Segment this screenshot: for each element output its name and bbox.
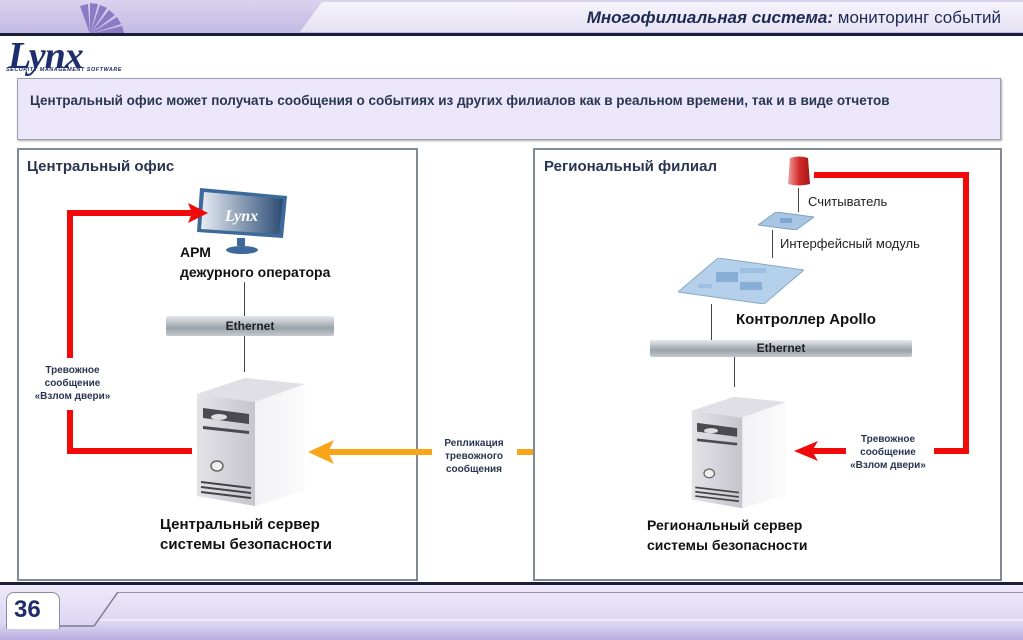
alarm-label-line: Тревожное bbox=[860, 434, 916, 445]
alarm-label-regional: Тревожное сообщение «Взлом двери» bbox=[842, 433, 934, 472]
alarm-label-line: Тревожное bbox=[45, 365, 100, 376]
title-rest: мониторинг событий bbox=[833, 8, 1001, 27]
alarm-line-top-right bbox=[814, 172, 969, 178]
logo-fan-icon bbox=[80, 3, 124, 34]
alarm-line-arrow-shaft bbox=[812, 448, 846, 454]
footer-divider bbox=[0, 582, 1023, 585]
ethernet-bar-central: Ethernet bbox=[166, 316, 334, 336]
footer-band bbox=[0, 585, 1023, 640]
page-number-tab bbox=[6, 592, 60, 629]
header-divider bbox=[0, 33, 1023, 36]
controller-icon bbox=[678, 258, 804, 304]
interface-module-label: Интерфейсный модуль bbox=[780, 236, 920, 251]
alarm-line-vertical-lower bbox=[67, 410, 73, 454]
connector-line bbox=[711, 304, 712, 340]
regional-server-label-line2: системы безопасности bbox=[647, 537, 808, 553]
workstation-label: АРМ дежурного оператора bbox=[180, 242, 330, 282]
regional-branch-title: Региональный филиал bbox=[544, 158, 717, 175]
regional-server-label: Региональный сервер системы безопасности bbox=[647, 515, 808, 555]
connector-line bbox=[772, 230, 773, 258]
replication-line-left bbox=[326, 449, 432, 455]
replication-label-line: сообщения bbox=[446, 464, 502, 475]
replication-label: Репликация тревожного сообщения bbox=[432, 437, 516, 476]
arrow-left-icon bbox=[794, 441, 818, 461]
arrow-left-icon bbox=[308, 440, 334, 464]
central-office-title: Центральный офис bbox=[27, 158, 175, 175]
regional-server-label-line1: Региональный сервер bbox=[647, 517, 803, 533]
footer-decoration bbox=[58, 592, 1023, 627]
arrow-right-icon bbox=[188, 203, 208, 223]
alarm-line-vertical-right bbox=[963, 172, 969, 454]
connector-line bbox=[798, 188, 799, 212]
interface-module-icon bbox=[758, 212, 814, 230]
alarm-line-bottom-right bbox=[934, 448, 969, 454]
alarm-label-central: Тревожное сообщение «Взлом двери» bbox=[25, 364, 120, 403]
connector-line bbox=[244, 282, 245, 318]
connector-line bbox=[734, 357, 735, 387]
intro-box: Центральный офис может получать сообщени… bbox=[17, 78, 1001, 140]
logo: Lynx bbox=[8, 35, 84, 77]
intro-text: Центральный офис может получать сообщени… bbox=[30, 93, 890, 108]
alarm-label-line: сообщение bbox=[860, 447, 916, 458]
alarm-label-line: «Взлом двери» bbox=[34, 391, 111, 402]
alarm-line-bottom bbox=[67, 448, 192, 454]
reader-label: Считыватель bbox=[808, 194, 888, 209]
server-icon bbox=[197, 378, 305, 506]
header-title-tab bbox=[300, 2, 1023, 32]
controller-label: Контроллер Apollo bbox=[736, 311, 876, 328]
central-server-label: Центральный сервер системы безопасности bbox=[160, 515, 332, 555]
title-bold: Многофилиальная система: bbox=[586, 8, 834, 27]
page-number: 36 bbox=[14, 596, 41, 623]
server-icon bbox=[691, 396, 786, 509]
logo-tagline: SECURITY MANAGEMENT SOFTWARE bbox=[6, 67, 122, 73]
monitor-icon: Lynx bbox=[197, 188, 287, 254]
replication-label-line: тревожного bbox=[445, 451, 503, 462]
page-title: Многофилиальная система: мониторинг собы… bbox=[587, 8, 1001, 28]
alarm-label-line: «Взлом двери» bbox=[850, 460, 926, 471]
svg-text:Lynx: Lynx bbox=[224, 208, 258, 225]
central-server-label-line2: системы безопасности bbox=[160, 536, 333, 553]
workstation-label-line2: дежурного оператора bbox=[180, 264, 331, 280]
card-reader-icon bbox=[788, 156, 810, 186]
alarm-line-vertical-upper bbox=[67, 210, 73, 358]
workstation-label-line1: АРМ bbox=[180, 244, 211, 260]
alarm-label-line: сообщение bbox=[44, 378, 101, 389]
central-server-label-line1: Центральный сервер bbox=[160, 516, 320, 533]
ethernet-bar-regional: Ethernet bbox=[650, 340, 912, 357]
replication-label-line: Репликация bbox=[444, 438, 504, 449]
connector-line bbox=[244, 336, 245, 372]
alarm-line-top bbox=[67, 210, 192, 216]
